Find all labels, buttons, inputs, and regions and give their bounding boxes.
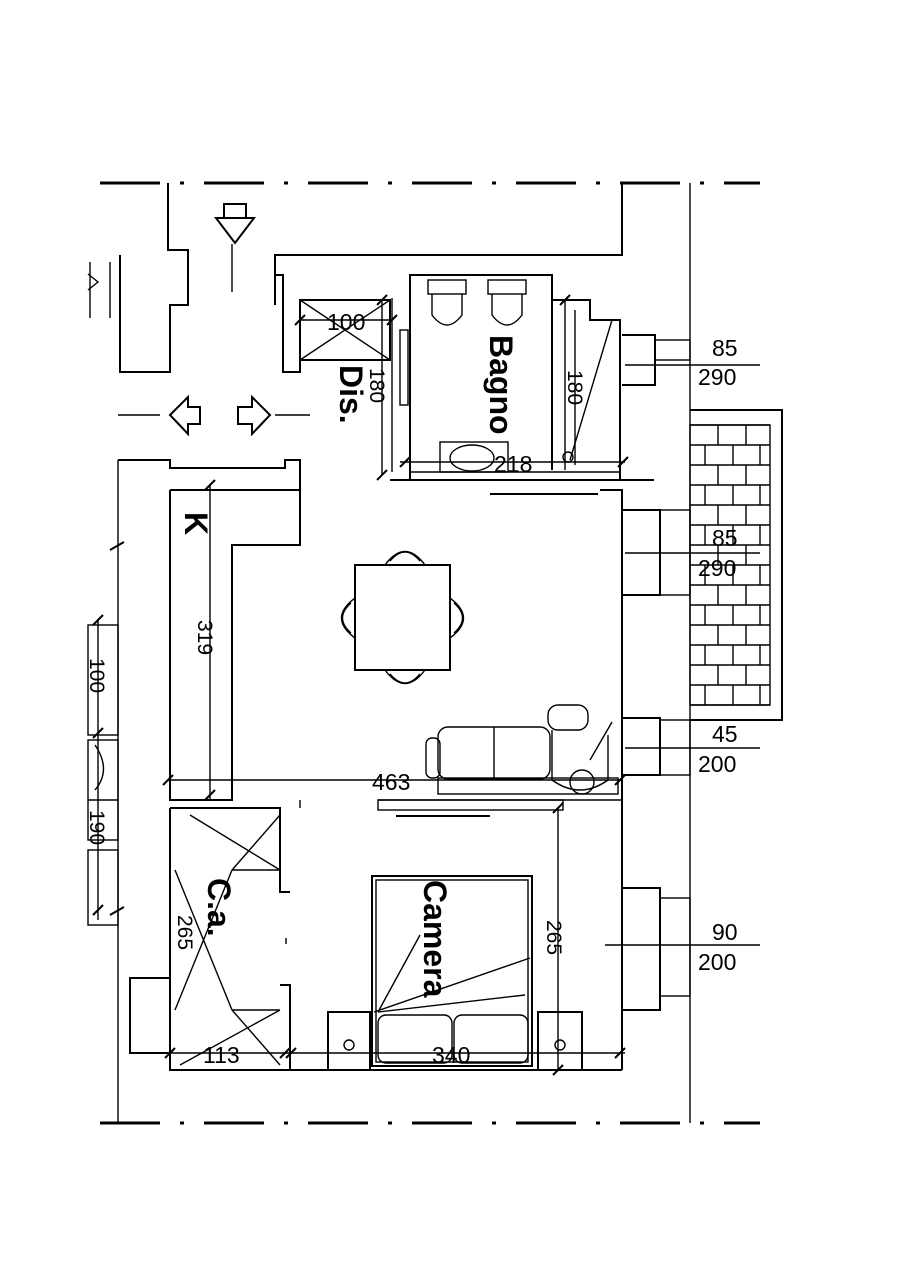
dim-bagno-width: 218: [494, 451, 532, 477]
nightstand-left-icon: [327, 1011, 371, 1071]
dim-ca-height: 265: [173, 915, 196, 950]
entry-arrow-left-icon: [168, 394, 201, 437]
bidet-icon: [487, 279, 527, 326]
dim-living-height: 319: [193, 620, 216, 655]
balcony: [689, 409, 783, 721]
sofa-icon: [425, 726, 619, 795]
window-3-height: 200: [698, 751, 736, 777]
window-2-height: 290: [698, 555, 736, 581]
room-label-camera: Camera: [417, 880, 453, 998]
window-frame-4: [622, 887, 691, 1011]
dis-room: [274, 255, 409, 472]
living-room-walls: [118, 459, 623, 1070]
dimension-lines: [92, 294, 760, 1076]
sink-icon: [439, 441, 509, 473]
dim-camera-height: 265: [542, 920, 565, 955]
dim-left-190: 190: [85, 810, 108, 845]
dim-left-100: 100: [85, 658, 108, 693]
dim-bagno-height: 180: [563, 370, 586, 405]
window-2-width: 85: [712, 525, 738, 551]
dim-dis-width: 100: [327, 309, 365, 335]
room-label-bagno: Bagno: [483, 335, 519, 435]
upper-corridor-walls: [87, 183, 623, 373]
camera-room: [290, 875, 622, 1071]
ca-room: [129, 807, 291, 1071]
balcony-tile-border: [689, 424, 771, 706]
window-4-width: 90: [712, 919, 738, 945]
window-1-width: 85: [712, 335, 738, 361]
dim-dis-height: 180: [365, 368, 388, 403]
dim-living-width: 463: [372, 769, 410, 795]
room-label-dis: Dis.: [333, 365, 369, 424]
room-label-ca: C.a.: [201, 878, 237, 937]
entry-arrow-down-icon: [213, 203, 257, 292]
toilet-icon: [427, 279, 467, 326]
bagno-room: [390, 274, 654, 481]
window-4-height: 200: [698, 949, 736, 975]
dim-camera-width: 340: [432, 1042, 470, 1068]
dim-ca-width: 113: [203, 1042, 240, 1068]
window-frame-1: [622, 334, 691, 386]
window-1-height: 290: [698, 364, 736, 390]
window-frame-3: [622, 717, 691, 776]
dining-table-icon: [340, 550, 465, 685]
nightstand-right-icon: [537, 1011, 583, 1071]
room-label-kitchen: K: [178, 512, 214, 535]
entry-arrow-right-icon: [237, 394, 272, 437]
window-3-width: 45: [712, 721, 738, 747]
